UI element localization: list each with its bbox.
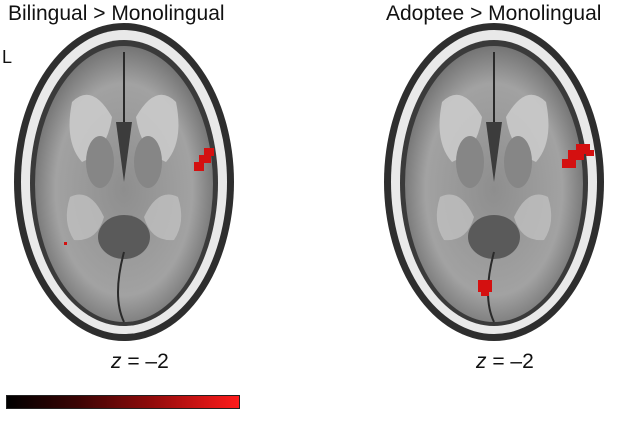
thalamus-right (134, 136, 162, 188)
white-matter-posterior-left (66, 194, 104, 241)
activation-cluster-right-frontal (562, 144, 594, 168)
posterior-fissure (117, 251, 125, 323)
panel-title-bilingual: Bilingual > Monolingual (8, 2, 225, 25)
ventricle (486, 122, 502, 182)
thalamus-left (456, 136, 484, 188)
brainstem (98, 215, 150, 259)
activation-spot-left-posterior (64, 242, 67, 245)
white-matter-posterior-right (144, 194, 182, 241)
slice-label-right: z = –2 (476, 350, 534, 373)
brain-slice-adoptee (384, 23, 604, 341)
activation-cluster-occipital (478, 280, 492, 296)
thalamus-right (504, 136, 532, 188)
white-matter-posterior-left (436, 194, 474, 241)
slice-label-left: z = –2 (111, 350, 169, 373)
white-matter-posterior-right (514, 194, 552, 241)
ventricle (116, 122, 132, 182)
panel-title-adoptee: Adoptee > Monolingual (386, 2, 602, 25)
activation-cluster-right-frontal (194, 148, 214, 171)
left-hemisphere-label: L (2, 47, 13, 67)
thalamus-left (86, 136, 114, 188)
colorbar (6, 395, 240, 409)
brain-slice-bilingual (14, 23, 234, 341)
brainstem (468, 215, 520, 259)
